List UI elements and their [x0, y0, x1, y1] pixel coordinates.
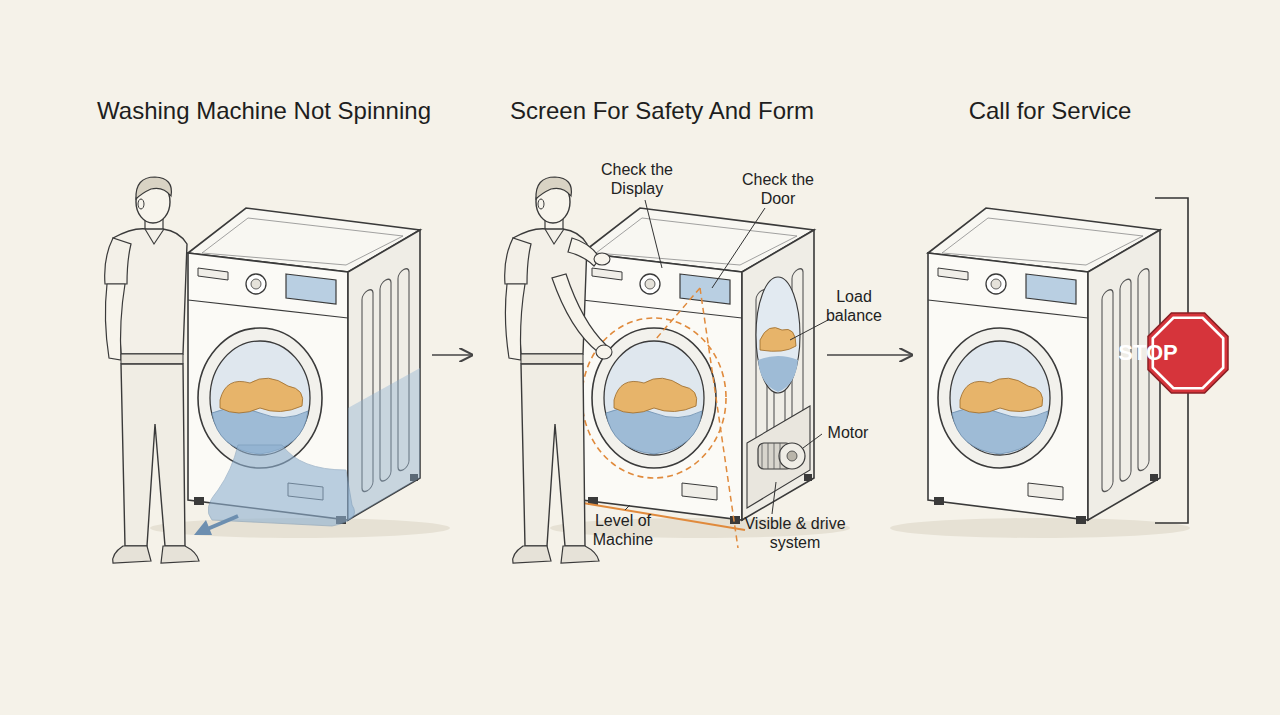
leak-arrow-shaft [205, 516, 238, 530]
callout-label: Motor [818, 423, 878, 442]
hand [596, 345, 612, 359]
person [105, 177, 199, 563]
motor-shaft [787, 451, 797, 461]
leader-line [772, 482, 776, 514]
callout-label: Check the Door [733, 170, 823, 208]
water-leak [208, 445, 354, 526]
hand [594, 253, 610, 265]
floor-shadow [890, 518, 1190, 538]
stop-sign: STOP [1148, 313, 1228, 393]
stop-text: STOP [1108, 313, 1188, 393]
leader-line [625, 505, 630, 510]
washer [928, 208, 1160, 524]
check-guide-line [700, 288, 738, 548]
flow-arrow [432, 354, 472, 356]
callout-label: Visible & drive system [740, 514, 850, 552]
check-guide-line [655, 288, 700, 340]
side-water [348, 368, 420, 520]
connectors [432, 355, 912, 356]
leader-line [790, 320, 828, 340]
reaching-arm [552, 274, 606, 352]
leader-line [712, 208, 765, 288]
step-panel: Washing Machine Not Spinning [90, 90, 430, 580]
leader-line [645, 200, 662, 268]
panel-heading: Washing Machine Not Spinning [97, 96, 431, 126]
flow-arrow [827, 354, 912, 356]
motor-bay [747, 406, 810, 508]
callout-label: Level of Machine [583, 511, 663, 549]
callout-label: Check the Display [592, 160, 682, 198]
leader-line [803, 434, 822, 448]
washer [582, 208, 814, 524]
callout-label: Load balance [814, 287, 894, 325]
step-panel: Call for ServiceSTOP [915, 90, 1235, 580]
motor-pulley [779, 443, 805, 469]
drum-water [758, 356, 798, 392]
motor-fins [762, 443, 780, 469]
drum-cutaway [756, 277, 800, 393]
level-line [565, 500, 745, 530]
panel-heading: Call for Service [969, 96, 1132, 126]
person [505, 177, 599, 563]
leak-arrow-head [194, 520, 212, 535]
panel-heading: Screen For Safety And Form [510, 96, 814, 126]
